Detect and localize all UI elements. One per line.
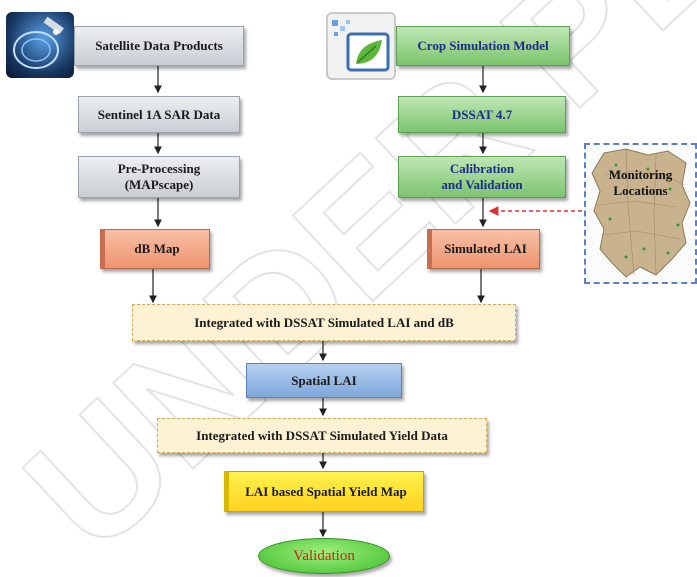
yield-map-box: LAI based Spatial Yield Map	[224, 471, 424, 512]
integrated-yield-box: Integrated with DSSAT Simulated Yield Da…	[157, 418, 487, 453]
db-map-box: dB Map	[100, 229, 210, 269]
integrated-lai-db-box: Integrated with DSSAT Simulated LAI and …	[132, 304, 516, 341]
satellite-icon	[6, 12, 74, 78]
sentinel-sar-data-box: Sentinel 1A SAR Data	[78, 96, 240, 133]
satellite-data-products-box: Satellite Data Products	[74, 26, 244, 66]
crop-simulation-model-box: Crop Simulation Model	[396, 26, 570, 66]
simulated-lai-box: Simulated LAI	[427, 229, 540, 269]
calibration-validation-box: Calibration and Validation	[398, 156, 566, 198]
pre-processing-box: Pre-Processing (MAPscape)	[78, 156, 240, 198]
validation-oval: Validation	[258, 538, 390, 574]
monitoring-locations-panel: Monitoring Locations	[584, 143, 697, 284]
crop-model-icon	[326, 12, 396, 80]
region-map-icon	[591, 148, 691, 278]
spatial-lai-box: Spatial LAI	[246, 363, 402, 398]
monitoring-locations-label: Monitoring Locations	[608, 167, 673, 198]
dssat-box: DSSAT 4.7	[398, 96, 566, 133]
